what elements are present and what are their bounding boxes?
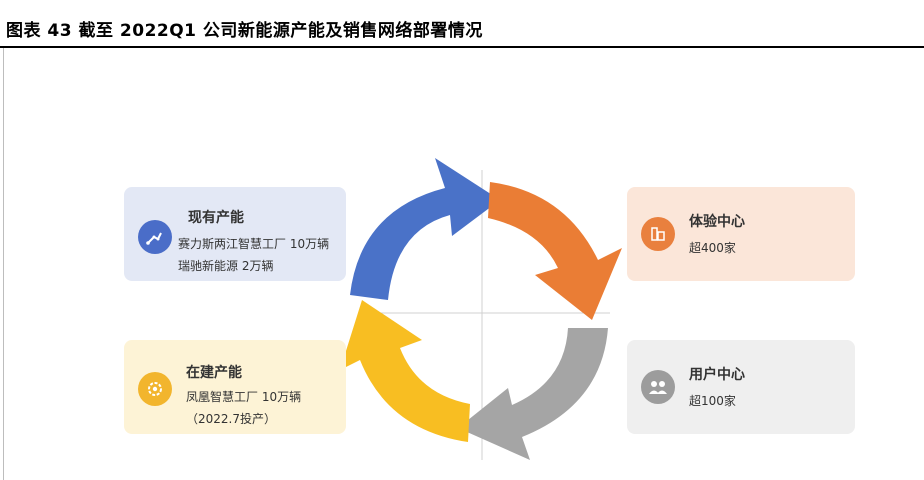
card-capacity-under-construction: 在建产能 凤凰智慧工厂 10万辆 （2022.7投产） [124, 340, 346, 434]
users-icon [641, 370, 675, 404]
card-line-2: 瑞驰新能源 2万辆 [178, 259, 274, 273]
robot-arm-icon [138, 220, 172, 254]
arrow-yellow [340, 300, 470, 442]
arrow-gray [458, 328, 608, 460]
card-line-1: 赛力斯两江智慧工厂 10万辆 [178, 237, 330, 251]
card-line-1: 超100家 [689, 394, 736, 408]
left-border [3, 48, 4, 480]
gear-icon [138, 372, 172, 406]
card-heading: 在建产能 [186, 365, 242, 381]
building-icon [641, 217, 675, 251]
card-line-1: 超400家 [689, 241, 736, 255]
card-heading: 现有产能 [188, 210, 244, 226]
card-user-center: 用户中心 超100家 [627, 340, 855, 434]
card-existing-capacity: 现有产能 赛力斯两江智慧工厂 10万辆 瑞驰新能源 2万辆 [124, 187, 346, 281]
arrow-orange [488, 182, 622, 320]
figure-title: 图表 43 截至 2022Q1 公司新能源产能及销售网络部署情况 [6, 21, 483, 41]
card-heading: 体验中心 [689, 214, 745, 230]
title-rule [0, 46, 924, 48]
card-line-1: 凤凰智慧工厂 10万辆 [186, 390, 302, 404]
arrow-blue [350, 158, 500, 300]
card-heading: 用户中心 [689, 367, 745, 383]
card-experience-center: 体验中心 超400家 [627, 187, 855, 281]
card-line-2: （2022.7投产） [186, 412, 276, 426]
cycle-diagram [340, 158, 622, 460]
